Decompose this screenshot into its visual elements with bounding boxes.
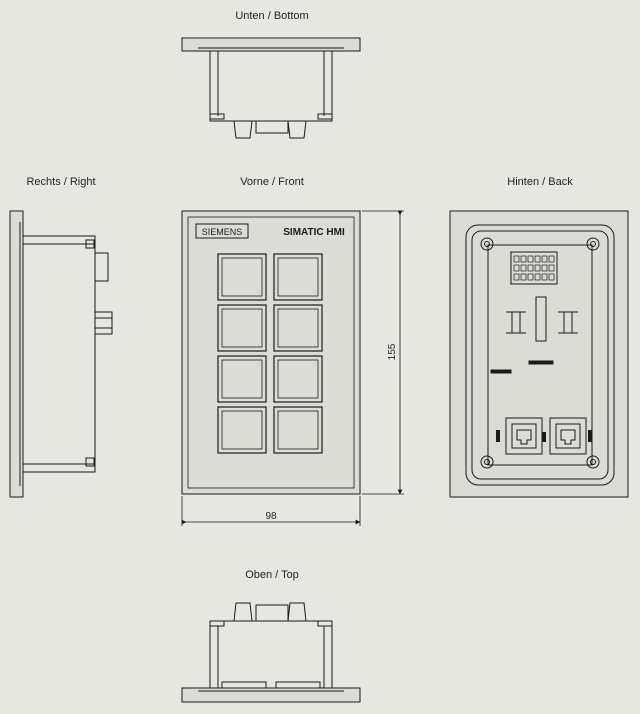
terminal-pin [513, 273, 520, 281]
terminal-pin [548, 273, 555, 281]
mounting-screw-top-right [586, 237, 600, 251]
terminal-pin [513, 264, 520, 272]
function-key-face [221, 359, 263, 399]
product-name: SIMATIC HMI [283, 227, 345, 238]
function-key [273, 253, 323, 301]
bottom-view [181, 37, 361, 139]
terminal-pin [527, 255, 534, 263]
function-key [217, 406, 267, 454]
terminal-pin [541, 264, 548, 272]
key-grid [217, 253, 323, 454]
back-view-label: Hinten / Back [507, 176, 573, 188]
terminal-pin [541, 273, 548, 281]
brand-logo: SIEMENS [202, 227, 243, 237]
function-key [273, 304, 323, 352]
function-key-face [277, 359, 319, 399]
terminal-pin [534, 264, 541, 272]
terminal-pin [534, 255, 541, 263]
top-view-label: Oben / Top [245, 569, 299, 581]
width-dimension [181, 496, 361, 526]
center-slot [535, 296, 547, 342]
terminal-pin [520, 264, 527, 272]
terminal-block [510, 251, 558, 285]
front-panel [181, 210, 361, 495]
function-key [273, 406, 323, 454]
top-view [181, 602, 361, 703]
terminal-pin [513, 255, 520, 263]
function-key-face [221, 308, 263, 348]
mounting-clip-left [506, 311, 526, 334]
terminal-pin [548, 264, 555, 272]
mounting-screw-bottom-right [586, 455, 600, 469]
function-key-face [221, 410, 263, 450]
function-key-face [277, 257, 319, 297]
right-view [9, 210, 113, 498]
function-key [273, 355, 323, 403]
width-value: 98 [265, 511, 277, 522]
terminal-pin [527, 273, 534, 281]
right-view-label: Rechts / Right [26, 176, 96, 188]
function-key [217, 253, 267, 301]
front-view-label: Vorne / Front [240, 176, 304, 188]
terminal-pin [534, 273, 541, 281]
ethernet-port-2 [549, 417, 587, 455]
bottom-view-label: Unten / Bottom [235, 10, 309, 22]
back-view [449, 210, 629, 498]
function-key-face [221, 257, 263, 297]
terminal-pin [520, 273, 527, 281]
function-key [217, 304, 267, 352]
terminal-pin [520, 255, 527, 263]
function-key-face [277, 308, 319, 348]
height-dimension [362, 210, 404, 495]
front-view: SIEMENS SIMATIC HMI [181, 210, 361, 495]
terminal-pin [541, 255, 548, 263]
mounting-screw-top-left [480, 237, 494, 251]
terminal-pin [548, 255, 555, 263]
mounting-clip-right [558, 311, 578, 334]
function-key-face [277, 410, 319, 450]
terminal-pin [527, 264, 534, 272]
height-value: 155 [387, 343, 398, 360]
brand-plate [195, 223, 249, 239]
function-key [217, 355, 267, 403]
mounting-screw-bottom-left [480, 455, 494, 469]
